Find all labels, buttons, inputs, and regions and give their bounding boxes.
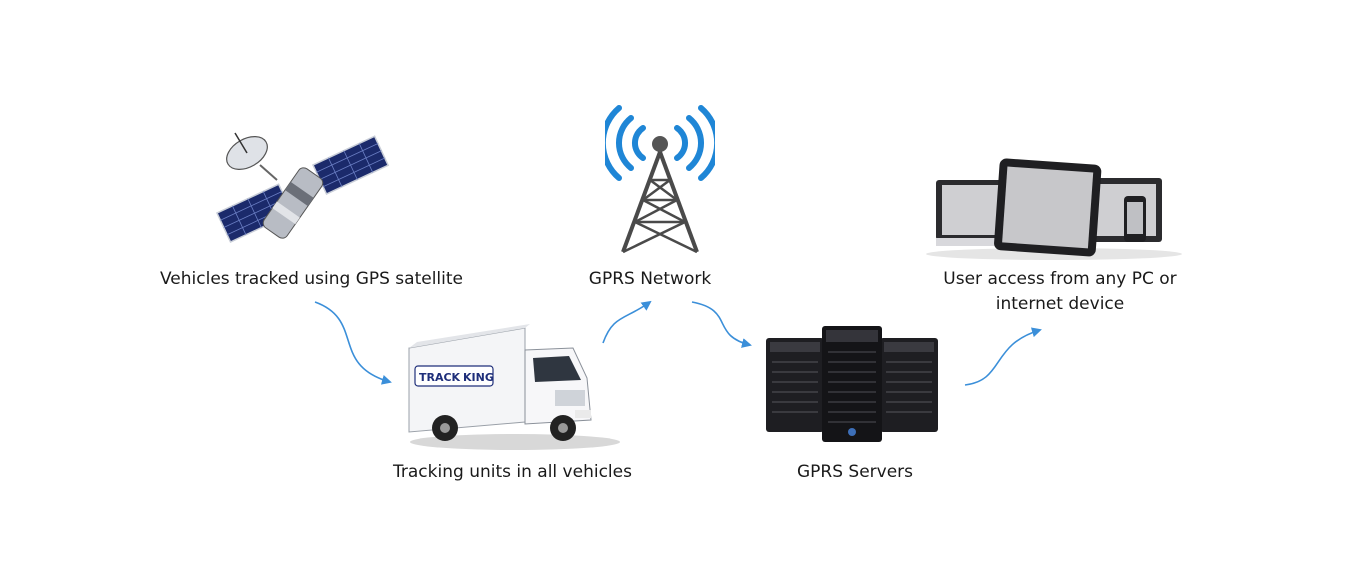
devices-icon bbox=[926, 158, 1182, 260]
truck-logo-left: TRACK bbox=[419, 371, 461, 384]
label-gprs-network: GPRS Network bbox=[588, 269, 712, 289]
cell-tower-icon bbox=[605, 105, 715, 254]
arrow-tower-to-servers bbox=[691, 301, 752, 348]
label-devices-line2: internet device bbox=[995, 294, 1125, 314]
arrow-satellite-to-truck bbox=[314, 301, 392, 385]
arrow-servers-to-devices bbox=[964, 327, 1042, 386]
truck-logo-right: KING bbox=[463, 371, 494, 384]
label-devices-line1: User access from any PC or bbox=[943, 269, 1177, 289]
label-satellite: Vehicles tracked using GPS satellite bbox=[160, 269, 464, 289]
label-gprs-servers: GPRS Servers bbox=[796, 462, 914, 482]
arrow-truck-to-tower bbox=[602, 300, 652, 344]
satellite-icon bbox=[216, 132, 390, 243]
truck-icon: TRACK KING bbox=[408, 324, 620, 450]
server-icon bbox=[766, 326, 938, 442]
label-tracking-units: Tracking units in all vehicles bbox=[393, 462, 632, 482]
